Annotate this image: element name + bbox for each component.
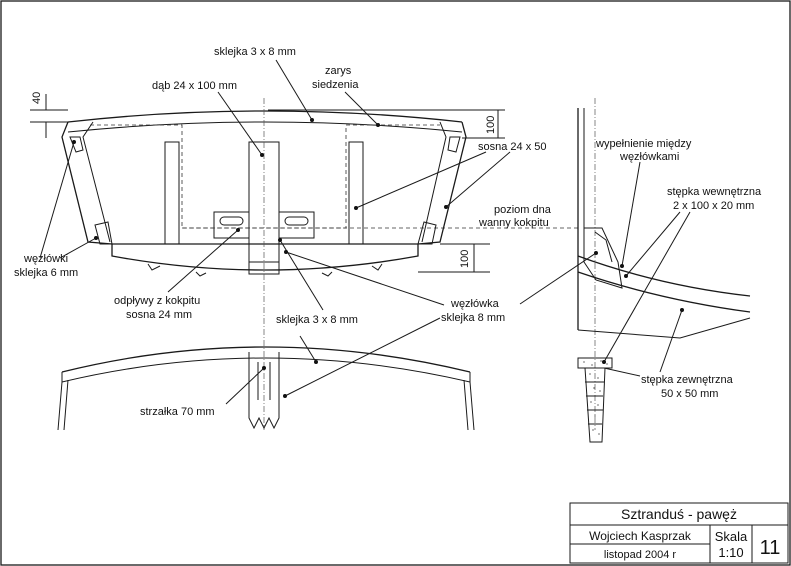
keel-section-speckle — [583, 360, 608, 435]
side-filling — [594, 231, 613, 263]
beam-left-leg-outer — [57, 372, 63, 431]
dim40-text: 40 — [31, 92, 43, 104]
post-left — [164, 141, 180, 245]
notch-right-1 — [371, 263, 383, 271]
side-section-view — [577, 98, 751, 443]
label-sklejka-top: sklejka 3 x 8 mm — [214, 46, 296, 58]
drain-hole-right — [284, 216, 309, 226]
title-block-frame — [569, 502, 789, 564]
gusset-top-right — [447, 136, 461, 153]
leader-wypelnienie — [621, 161, 641, 267]
leader-wezlowki-1 — [39, 141, 75, 259]
notch-right-2 — [321, 271, 333, 277]
leader-wezlowka-1 — [285, 251, 445, 306]
beam-right-leg-outer — [469, 372, 475, 431]
beam-inner-edge — [61, 357, 471, 383]
notch-left-1 — [147, 263, 161, 271]
drawing-title: Sztranduś - pawęż — [621, 506, 737, 522]
transom-right-side — [417, 121, 467, 245]
label-wezlowka-2: sklejka 8 mm — [441, 312, 505, 324]
label-wypelnienie-2: węzłówkami — [619, 151, 679, 163]
beam-right-leg-inner — [463, 379, 469, 431]
leader-sklejka-beam — [299, 335, 317, 363]
leader-dab — [217, 91, 263, 156]
drain-block-right — [278, 211, 315, 239]
label-poziom-2: wanny kokpitu — [478, 217, 549, 229]
scale-label: Skala — [715, 529, 748, 544]
gusset-bottom-left — [94, 221, 113, 245]
outer-keel-outline — [577, 317, 751, 339]
label-zarys-1: zarys — [325, 65, 352, 77]
transom-left-inner — [82, 121, 111, 243]
transom-left-side — [61, 121, 113, 245]
label-wypelnienie-1: wypełnienie między — [595, 138, 692, 150]
leader-wezlowki-2 — [59, 237, 97, 259]
label-strzalka: strzałka 70 mm — [140, 406, 215, 418]
notch-left-2 — [195, 271, 207, 277]
gusset-top-left — [69, 136, 84, 153]
leader-wezlowka-2 — [284, 317, 441, 397]
dim100-top-text: 100 — [485, 116, 497, 134]
drawing-date: listopad 2004 r — [604, 549, 676, 561]
dim100-bottom-text: 100 — [459, 250, 471, 268]
label-dab: dąb 24 x 100 mm — [152, 80, 237, 92]
label-wezlowki-1: węzłówki — [23, 253, 68, 265]
gusset-bottom-right — [417, 221, 437, 245]
label-odplywy-2: sosna 24 mm — [126, 309, 192, 321]
label-odplywy-1: odpływy z kokpitu — [114, 295, 200, 307]
side-gusset — [583, 227, 623, 289]
labels: sklejka 3 x 8 mm dąb 24 x 100 mm zarys s… — [14, 46, 762, 418]
sheet-number: 11 — [760, 537, 781, 559]
leader-stepka-zew-2 — [603, 367, 641, 377]
keel-top-curve — [577, 271, 751, 313]
beam-left-leg-inner — [63, 379, 69, 431]
leader-lines — [39, 59, 691, 405]
beam-top-edge — [61, 346, 471, 373]
keel-inner-curve — [577, 255, 751, 297]
label-sklejka-mid: sklejka 3 x 8 mm — [276, 314, 358, 326]
leader-stepka-wew-1 — [625, 211, 681, 277]
leader-sklejka-top — [275, 59, 313, 121]
label-zarys-2: siedzenia — [312, 79, 359, 91]
transom-right-inner — [421, 121, 447, 243]
leader-odplywy — [167, 229, 239, 293]
leader-zarys — [344, 91, 379, 126]
label-poziom-1: poziom dna — [494, 204, 552, 216]
transom-front-view — [61, 98, 580, 430]
author-name: Wojciech Kasprzak — [589, 529, 692, 543]
label-stepka-wew-1: stępka wewnętrzna — [667, 186, 762, 198]
leader-stepka-zew-1 — [659, 309, 683, 373]
keel-section-body — [584, 367, 606, 443]
drain-block-left — [213, 211, 250, 239]
label-sosna: sosna 24 x 50 — [478, 141, 547, 153]
title-block: Sztranduś - pawęż Wojciech Kasprzak list… — [569, 502, 789, 564]
label-stepka-zew-2: 50 x 50 mm — [661, 388, 718, 400]
transom-top-edge — [67, 110, 463, 123]
post-right — [348, 141, 364, 245]
leader-sosna-1 — [355, 151, 487, 209]
label-wezlowka-1: węzłówka — [450, 298, 500, 310]
transom-bottom — [111, 243, 419, 271]
transom-top-inner — [67, 121, 463, 133]
scale-value: 1:10 — [718, 545, 743, 560]
drain-hole-left — [219, 216, 244, 226]
label-stepka-wew-2: 2 x 100 x 20 mm — [673, 200, 754, 212]
leader-sosna-2 — [445, 151, 511, 208]
leader-wezlowka-3 — [519, 252, 597, 305]
dimensions: 40 100 100 — [30, 92, 505, 273]
leader-strzalka — [225, 367, 265, 405]
seat-outline — [90, 124, 440, 229]
label-stepka-zew-1: stępka zewnętrzna — [641, 374, 734, 386]
lower-section-view — [57, 346, 475, 431]
leader-stepka-wew-2 — [603, 211, 691, 363]
label-wezlowki-2: sklejka 6 mm — [14, 267, 78, 279]
arrow-post — [248, 352, 280, 430]
